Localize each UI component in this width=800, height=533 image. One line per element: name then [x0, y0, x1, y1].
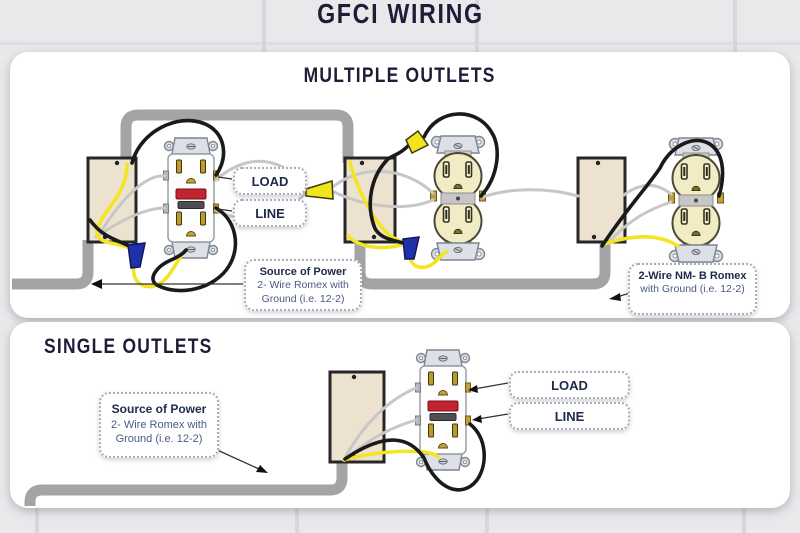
wire-nut-yellow-mid: [305, 180, 334, 200]
background-line: [35, 508, 39, 533]
romex-note-multiple: 2-Wire NM- B Romex with Ground (i.e. 12-…: [628, 263, 757, 315]
background-line: [0, 42, 800, 45]
line-label-text: LINE: [255, 205, 285, 221]
load-label-multiple: LOAD: [233, 167, 307, 195]
background-line: [485, 508, 489, 533]
note-body: 2- Wire Romex with Ground (i.e. 12-2): [111, 418, 207, 445]
line-label-multiple: LINE: [233, 199, 307, 227]
electrical-box-right: [576, 156, 627, 244]
pointer-lines: [91, 176, 631, 473]
load-label-text: LOAD: [251, 173, 289, 189]
line-label-text: LINE: [554, 408, 585, 424]
multiple-outlets-heading: MULTIPLE OUTLETS: [304, 64, 496, 87]
yellow-wires: [95, 160, 680, 462]
page-title: GFCI WIRING: [316, 0, 484, 29]
conduit-runs: [12, 109, 611, 508]
duplex-receptacle-middle: [429, 135, 487, 261]
background-line: [733, 0, 737, 52]
note-title: 2-Wire NM- B Romex: [638, 270, 747, 282]
electrical-box-left: [86, 156, 138, 244]
note-title: Source of Power: [259, 266, 347, 278]
load-label-single: LOAD: [509, 371, 630, 399]
source-of-power-note-multiple: Source of Power 2- Wire Romex with Groun…: [244, 259, 362, 311]
note-body: with Ground (i.e. 12-2): [640, 283, 745, 296]
note-body: 2- Wire Romex with Ground (i.e. 12-2): [257, 279, 349, 305]
background-line: [295, 508, 299, 533]
wire-nut-blue-left: [127, 242, 146, 269]
wire-nut-blue-middle: [402, 236, 420, 260]
source-of-power-note-single: Source of Power 2- Wire Romex with Groun…: [99, 392, 219, 458]
black-wires: [88, 112, 725, 492]
background-line: [742, 508, 746, 533]
single-outlets-heading: SINGLE OUTLETS: [44, 335, 213, 358]
background-line: [475, 0, 479, 52]
note-title: Source of Power: [111, 402, 207, 416]
gfci-outlet-multiple: [162, 137, 220, 259]
load-label-text: LOAD: [551, 377, 588, 393]
line-label-single: LINE: [509, 402, 630, 430]
wire-nut-yellow-top: [405, 129, 430, 155]
background-line: [262, 0, 266, 52]
